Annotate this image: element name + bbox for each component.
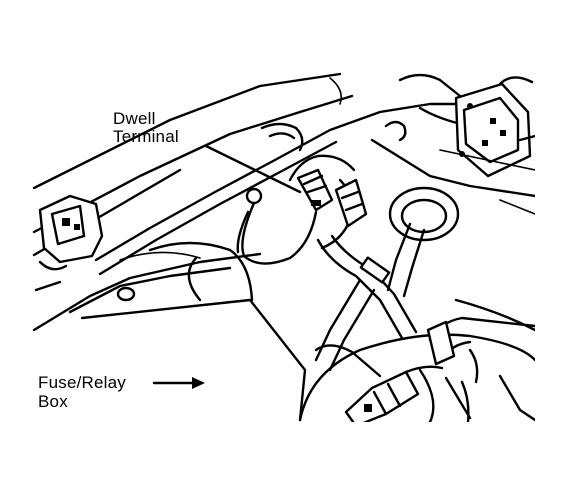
left-hose-lower — [98, 140, 338, 276]
dwell-terminal-label-line2: Terminal — [113, 127, 179, 146]
fender-edge-right — [499, 199, 535, 215]
fuse-relay-box-label-line1: Fuse/Relay — [38, 373, 126, 392]
dwell-ring-terminal[interactable] — [236, 187, 318, 265]
dwell-terminal-leader — [204, 144, 302, 194]
dwell-terminal-label-line1: Dwell — [113, 109, 156, 128]
panel-crease — [329, 77, 343, 105]
hood-edge-lower — [32, 94, 354, 234]
fuse-relay-arrow — [152, 377, 205, 389]
linkage-rod — [314, 344, 382, 378]
wiring-harness — [314, 178, 418, 372]
right-hoses — [426, 316, 535, 420]
engine-housing — [298, 298, 535, 422]
hood-edge-upper — [32, 72, 342, 190]
dwell-terminal-connector[interactable] — [288, 154, 356, 212]
fuse-relay-box-label-line2: Box — [38, 392, 68, 411]
ignition-module — [370, 73, 535, 198]
sensor-boss — [260, 122, 304, 152]
firewall-grommet — [386, 186, 460, 298]
hood-latch-bracket — [34, 194, 104, 292]
plug-wire-boot — [344, 365, 444, 422]
fuse-relay-box — [32, 241, 307, 422]
